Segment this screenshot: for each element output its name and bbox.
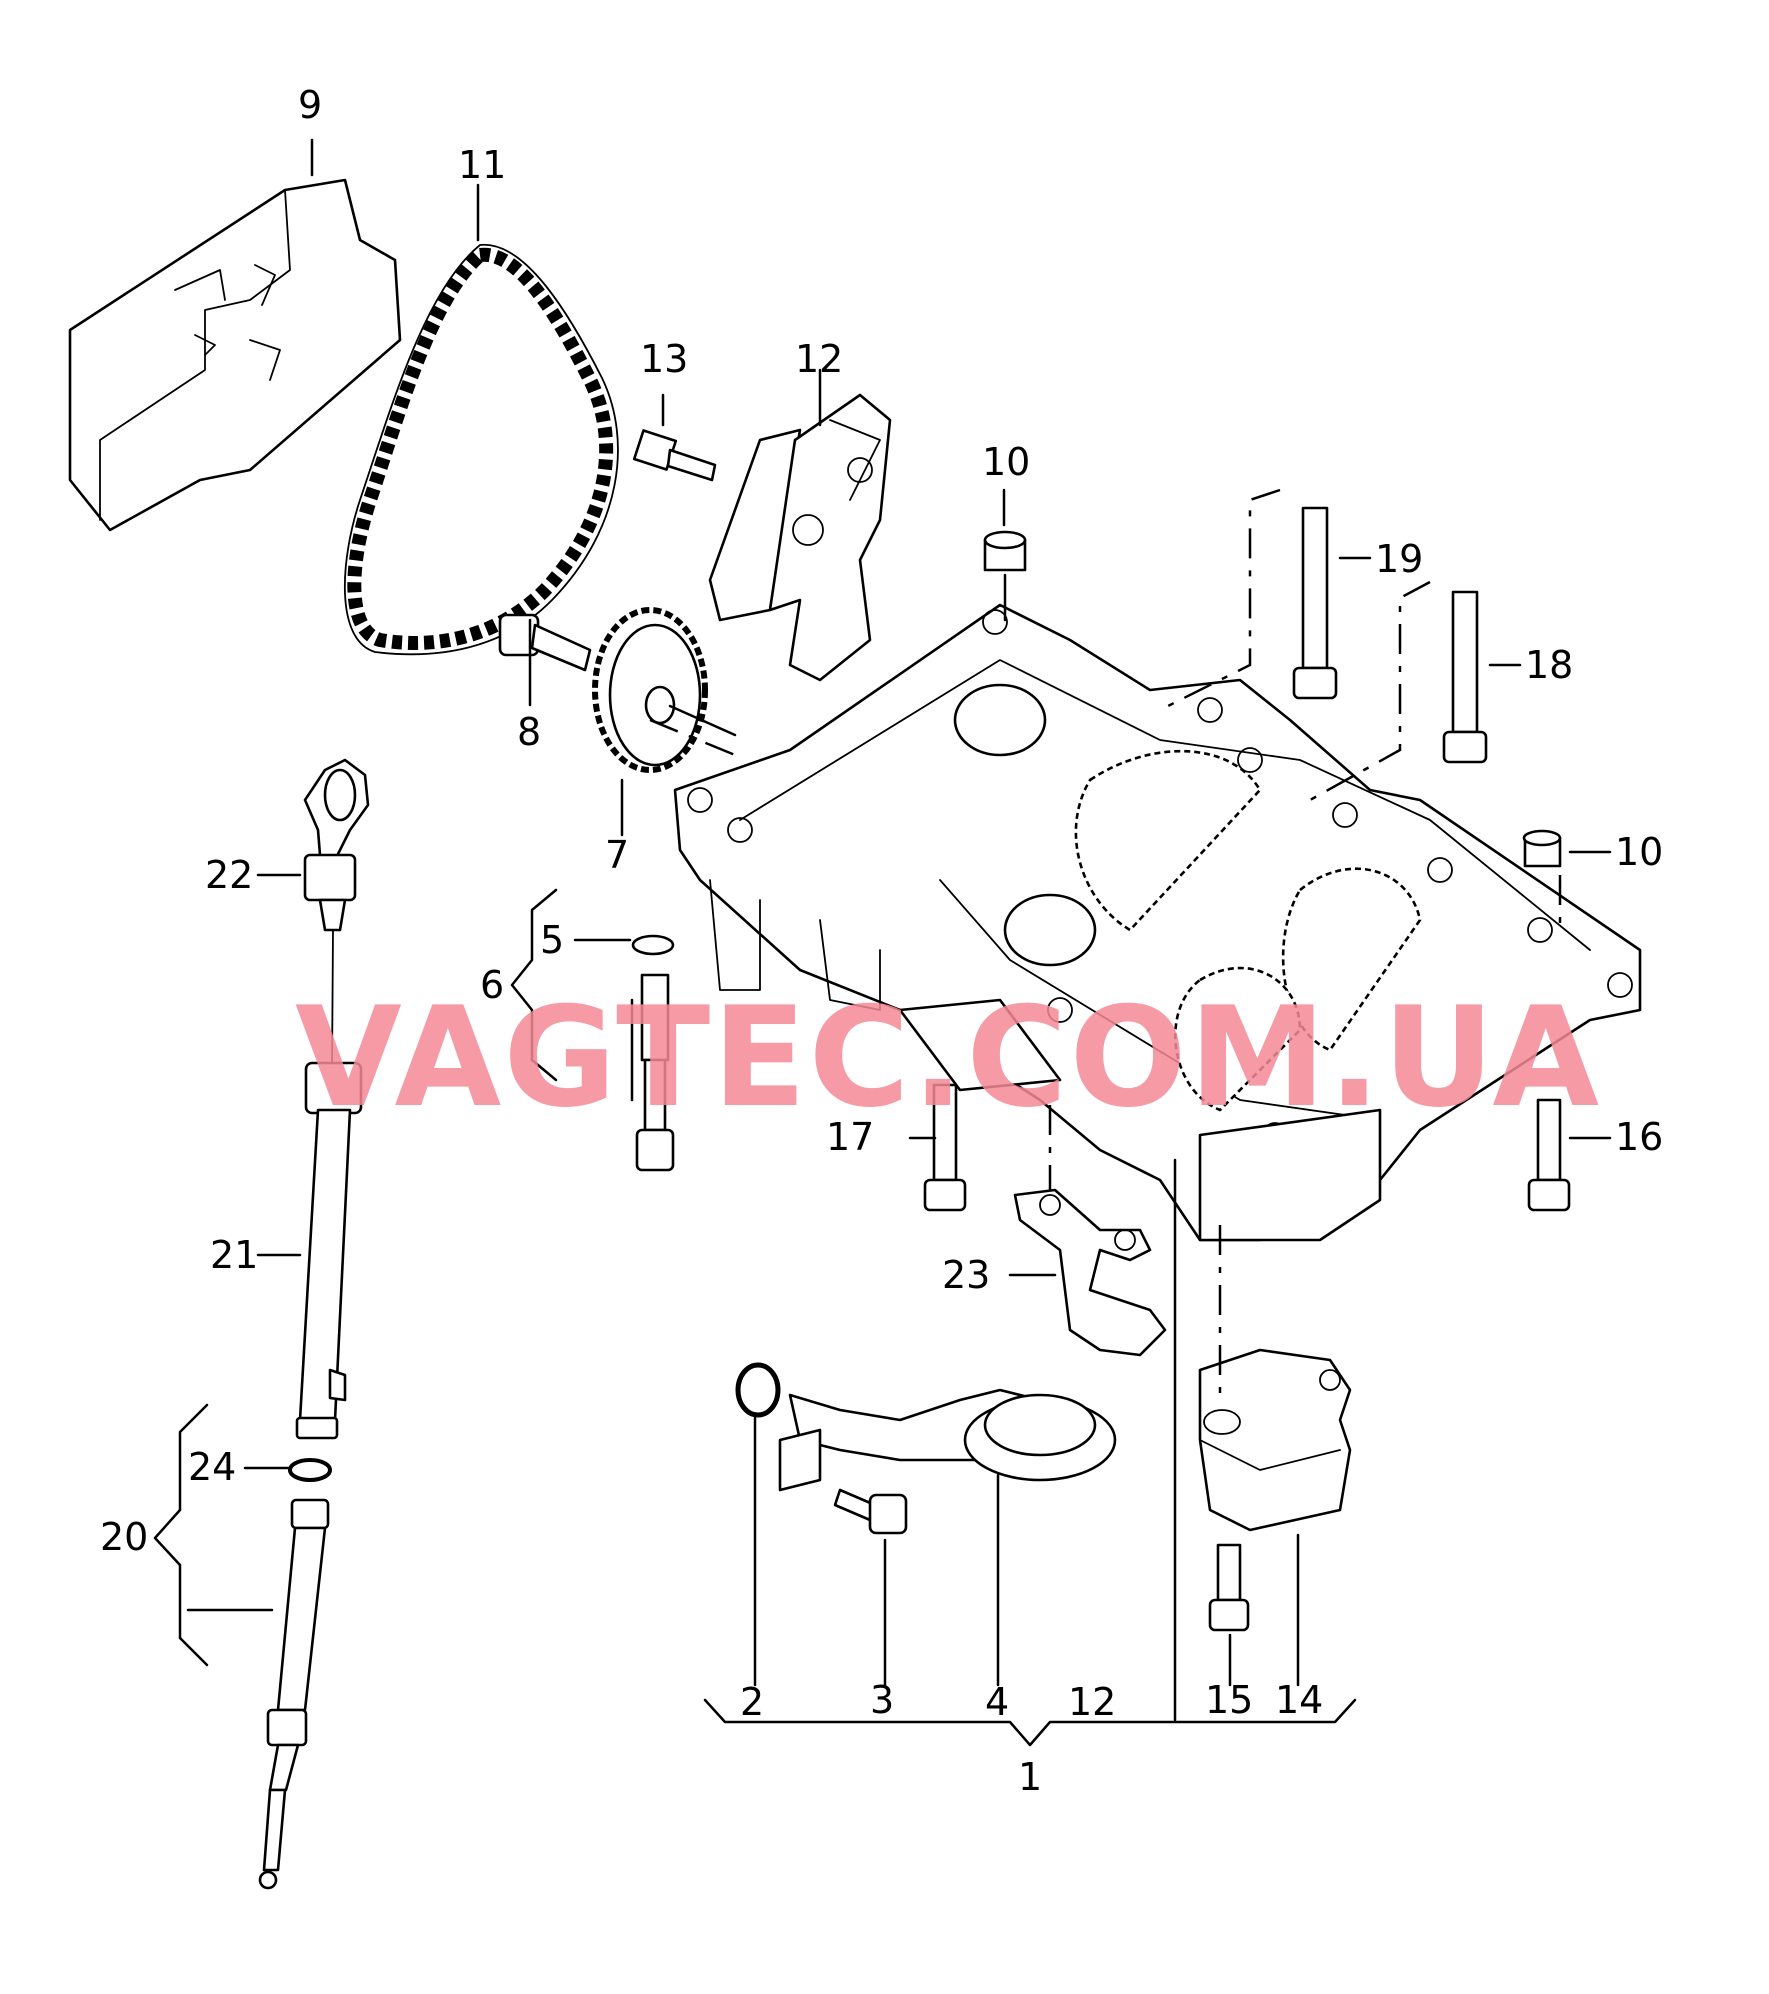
part-15-bolt [1208,1543,1250,1632]
callout-14: 14 [1275,1678,1323,1722]
callout-20: 20 [100,1515,148,1559]
callout-21: 21 [210,1233,258,1277]
callout-2: 2 [740,1680,764,1724]
part-24-o-ring [288,1458,332,1482]
part-7-oil-pump-sprocket [592,607,708,773]
callout-12-top: 12 [795,337,843,381]
callout-3: 3 [870,1678,894,1722]
callout-4: 4 [985,1680,1009,1724]
part-10-dowel-sleeve-top [983,530,1027,572]
callout-13: 13 [640,337,688,381]
part-19-bolt [1292,506,1338,700]
callout-8: 8 [517,710,541,754]
callout-7: 7 [605,833,629,877]
oil-pump-housing [673,603,1642,1242]
part-18-bolt [1442,590,1488,764]
part-4-oil-pickup [778,1388,1117,1492]
part-21-dipstick-tube [295,1061,363,1440]
part-5-washer [631,934,675,956]
part-3-bolt [833,1488,908,1535]
callout-11: 11 [458,143,506,187]
callout-6: 6 [480,963,504,1007]
part-2-o-ring [735,1362,781,1418]
assembly-lines [649,488,1562,1400]
part-16-bolt [1527,1098,1571,1212]
part-12-chain-tensioner [708,393,892,682]
part-6-bolt-assembly [635,973,675,1172]
callout-24: 24 [188,1445,236,1489]
part-22-dipstick [303,758,370,1071]
part-20-dipstick-guide [258,1498,330,1890]
part-10-dowel-sleeve-right [1522,829,1562,868]
callout-labels: 9 11 13 12 10 19 18 8 7 10 22 5 6 17 16 … [100,83,1663,1799]
watermark-text: VAGTEC.COM.UA [295,977,1601,1138]
callout-15: 15 [1205,1678,1253,1722]
part-11-timing-chain [344,244,619,656]
callout-23: 23 [942,1253,990,1297]
part-9-chain-cover [68,178,402,532]
part-23-bracket [1013,1188,1167,1357]
leader-lines [153,138,1612,1747]
part-17-bolt [923,1083,967,1212]
part-14-pump-cover [1198,1348,1352,1532]
callout-12-bottom: 12 [1068,1680,1116,1724]
callout-16: 16 [1615,1115,1663,1159]
part-8-sprocket-bolt [498,613,592,672]
callout-9: 9 [298,83,322,127]
callout-22: 22 [205,853,253,897]
callout-10-top: 10 [982,440,1030,484]
part-13-bolt [632,429,717,482]
callout-17: 17 [826,1115,874,1159]
callout-5: 5 [540,918,564,962]
callout-1: 1 [1018,1755,1042,1799]
callout-19: 19 [1375,537,1423,581]
callout-10-right: 10 [1615,830,1663,874]
callout-18: 18 [1525,643,1573,687]
